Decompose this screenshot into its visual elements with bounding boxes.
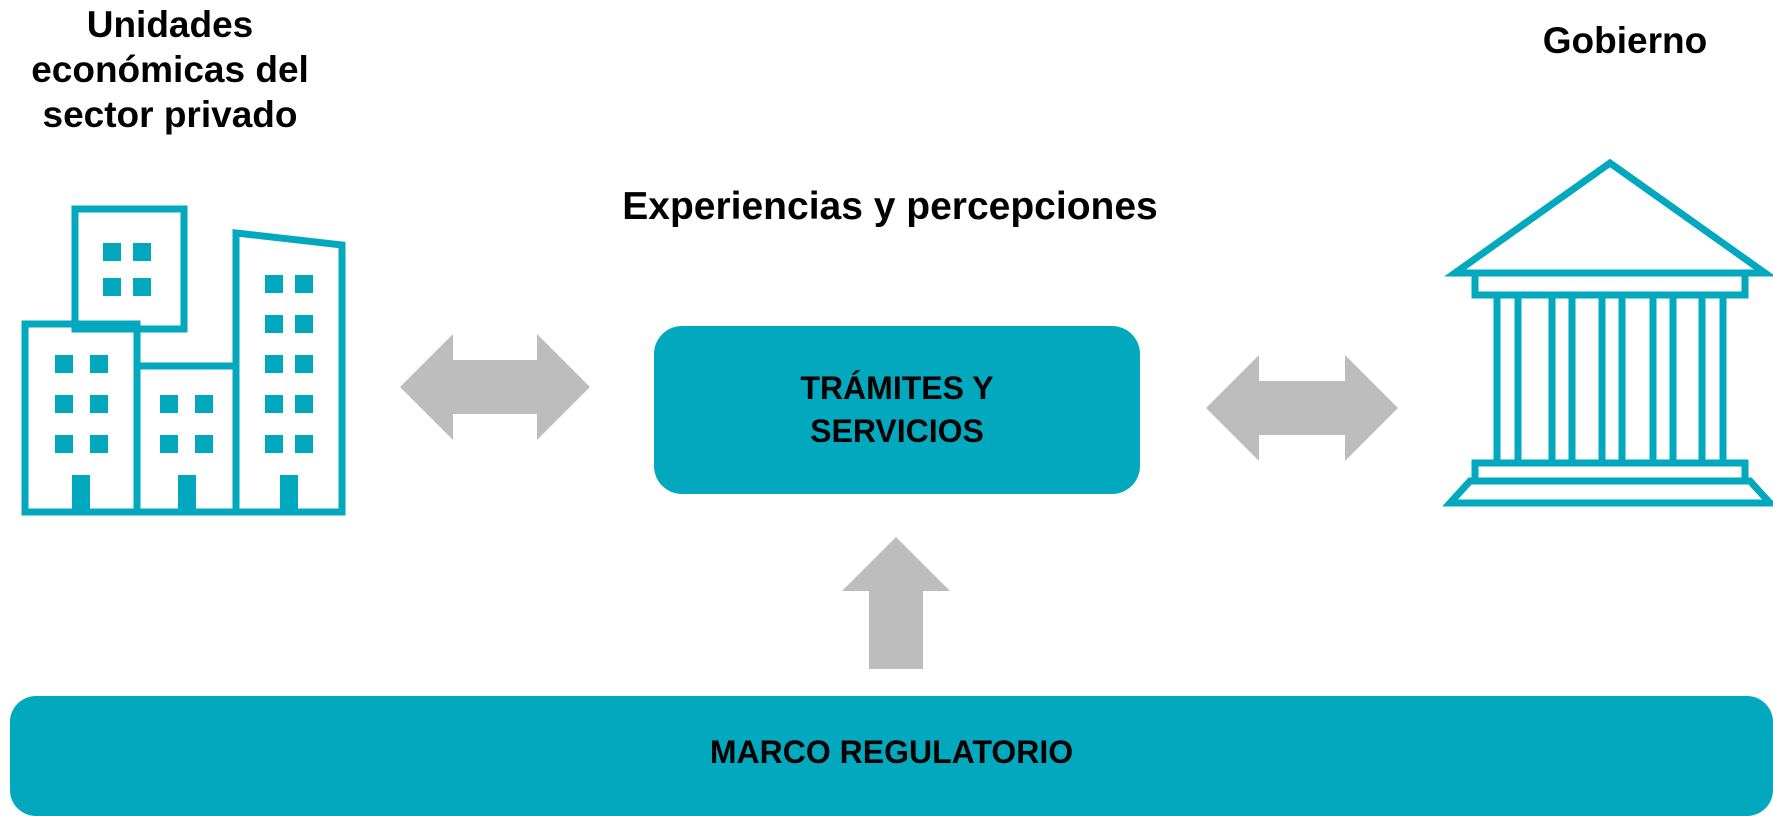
private-sector-title-line-3: sector privado xyxy=(42,94,298,136)
private-sector-title-line-2: económicas del xyxy=(31,49,309,91)
private-sector-title: Unidades económicas del sector privado xyxy=(10,2,330,137)
private-sector-title-line-1: Unidades xyxy=(86,4,254,45)
left-double-arrow-icon xyxy=(400,334,590,440)
experiences-title: Experiencias y percepciones xyxy=(622,185,1158,228)
up-arrow-icon xyxy=(842,537,950,669)
marco-regulatorio-box: MARCO REGULATORIO xyxy=(10,696,1773,816)
right-double-arrow-icon xyxy=(1206,355,1398,461)
government-building-icon xyxy=(1442,158,1773,507)
tramites-servicios-box: TRÁMITES Y SERVICIOS xyxy=(654,326,1140,494)
office-buildings-icon xyxy=(21,205,346,516)
marco-regulatorio-label: MARCO REGULATORIO xyxy=(709,734,1074,770)
government-title: Gobierno xyxy=(1542,20,1708,61)
tramites-servicios-label: TRÁMITES Y SERVICIOS xyxy=(800,369,994,449)
